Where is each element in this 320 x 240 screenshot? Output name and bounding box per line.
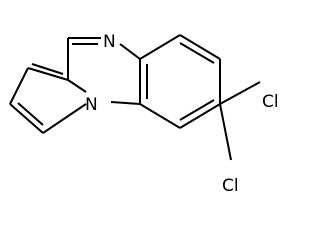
atom-cl-lower: Cl [222,176,239,196]
bond-fusion-n-bridge [110,101,141,105]
atom-labels: N N Cl Cl [85,32,279,196]
bond-pyrrole-n [42,103,87,134]
atom-n-bridge: N [85,95,98,115]
bond-benzo-bottom-right-inner [179,99,215,121]
bond-benzo-bottom-right [179,103,221,129]
bond-benzo-top [139,34,181,60]
bond-pyrrole-left [9,67,29,105]
bond-pyrrole-top [27,67,69,81]
bond-benzo-top-right [179,34,221,60]
atom-cl-upper: Cl [262,92,279,112]
molecule-structure: N N Cl Cl [9,32,279,196]
bond-pyrrole-bottom [9,103,44,134]
bond-pyrrole-bottom-inner [17,102,44,126]
atom-n-top: N [103,32,116,52]
bond-pyrrole-top-inner [31,63,64,75]
bond-n-top-c-benzo [119,43,141,60]
bond-cl-upper [219,81,261,105]
bond-n-bridge-c-pyrrole [67,79,87,93]
bonds [9,34,261,161]
bond-benzo-bottom-left [139,103,181,129]
bond-cl-lower [219,103,232,161]
bond-benzo-top-right-inner [179,42,215,64]
